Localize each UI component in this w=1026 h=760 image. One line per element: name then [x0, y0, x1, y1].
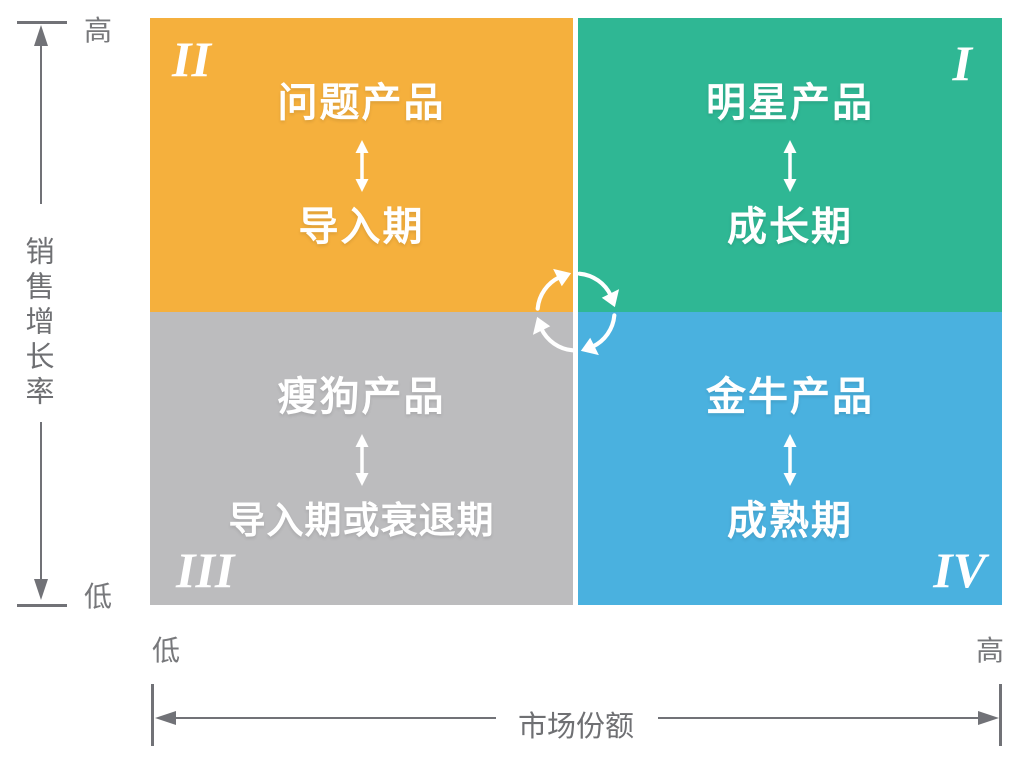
x-axis-line-right — [658, 717, 980, 719]
introduction-stage-label: 导入期 — [298, 205, 425, 249]
matrix-grid: II 问题产品 导入期 I 明星产品 成长期 III 瘦狗产品 — [150, 18, 1002, 605]
y-axis-line-upper — [40, 44, 42, 204]
y-axis-top-cap — [17, 21, 67, 24]
up-down-arrow-icon — [783, 140, 797, 192]
x-axis-title: 市场份额 — [517, 711, 634, 743]
up-down-arrow-icon — [355, 140, 368, 192]
y-axis-down-arrow-icon — [34, 579, 48, 600]
maturity-stage-label: 成熟期 — [727, 499, 853, 543]
cycle-arrows-icon — [532, 268, 620, 356]
growth-stage-label: 成长期 — [727, 205, 853, 249]
x-axis-right-arrow-icon — [978, 711, 999, 725]
up-down-arrow-icon — [355, 434, 368, 486]
cash-cow-products-label: 金牛产品 — [706, 375, 874, 419]
quadrant-question-products: II 问题产品 导入期 — [150, 18, 573, 312]
x-axis-left-arrow-icon — [155, 711, 176, 725]
x-axis-line-left — [174, 717, 496, 719]
x-axis-right-cap — [999, 684, 1002, 746]
y-axis-high-label: 高 — [84, 15, 113, 46]
question-products-label: 问题产品 — [277, 81, 446, 125]
x-axis-high-label: 高 — [976, 635, 1005, 666]
quadrant-i-numeral: I — [952, 35, 972, 91]
y-axis-line-lower — [40, 422, 42, 580]
star-products-label: 明星产品 — [706, 81, 874, 125]
introduction-or-decline-stage-label: 导入期或衰退期 — [228, 500, 495, 541]
dog-products-label: 瘦狗产品 — [277, 375, 446, 419]
quadrant-ii-numeral: II — [172, 31, 211, 87]
quadrant-dog-products: III 瘦狗产品 导入期或衰退期 — [150, 312, 573, 605]
y-axis-title: 销售增长率 — [21, 235, 53, 411]
quadrant-iii-numeral: III — [176, 542, 235, 598]
y-axis-low-label: 低 — [84, 581, 113, 612]
y-axis-bottom-cap — [17, 604, 67, 607]
quadrant-cash-cow-products: IV 金牛产品 成熟期 — [578, 312, 1002, 605]
quadrant-star-products: I 明星产品 成长期 — [578, 18, 1002, 312]
x-axis-left-cap — [151, 684, 154, 746]
up-down-arrow-icon — [783, 434, 797, 486]
x-axis-low-label: 低 — [152, 635, 181, 666]
y-axis-up-arrow-icon — [34, 25, 48, 46]
quadrant-iv-numeral: IV — [933, 542, 986, 598]
